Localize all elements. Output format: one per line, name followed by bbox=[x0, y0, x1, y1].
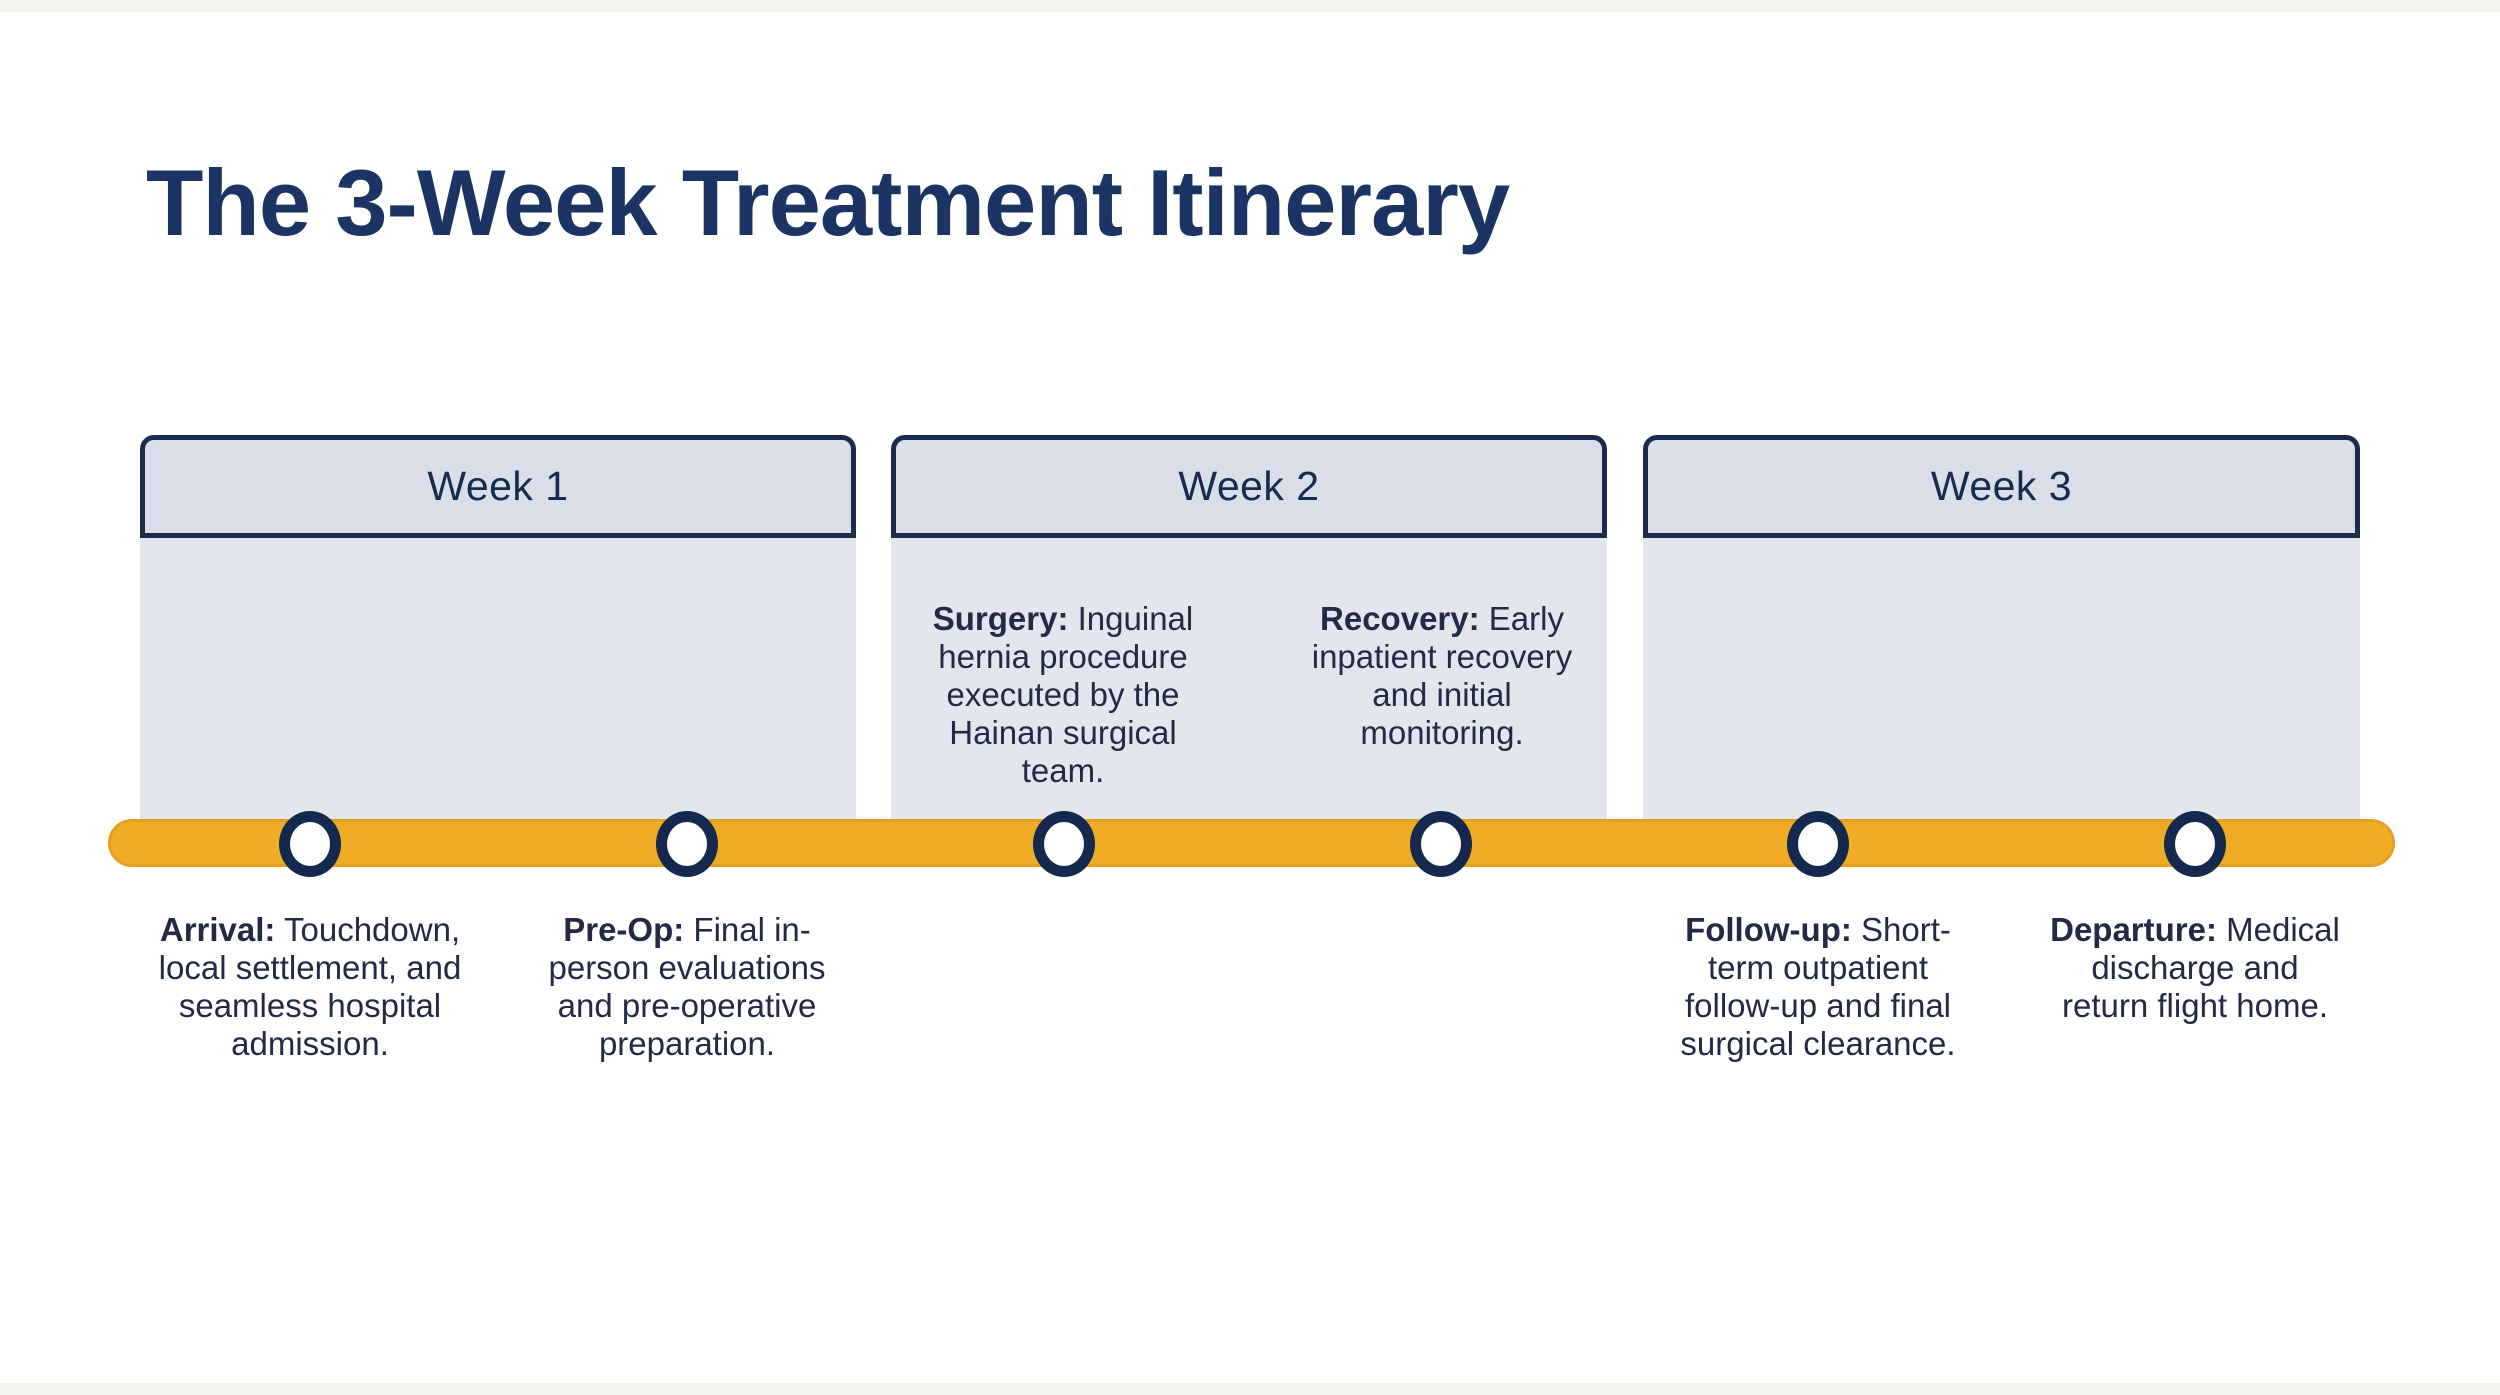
event-recovery-label: Recovery: bbox=[1320, 600, 1480, 637]
timeline-marker-pre-op bbox=[656, 811, 718, 877]
event-pre-op-label: Pre-Op: bbox=[563, 911, 685, 948]
event-follow-up: Follow-up: Short-term outpatient follow-… bbox=[1663, 911, 1973, 1063]
timeline-marker-surgery bbox=[1033, 811, 1095, 877]
event-departure-label: Departure: bbox=[2050, 911, 2217, 948]
event-follow-up-label: Follow-up: bbox=[1685, 911, 1852, 948]
timeline-marker-recovery bbox=[1410, 811, 1472, 877]
event-follow-up-description: Short-term outpatient follow-up and fina… bbox=[1680, 911, 1956, 1062]
event-pre-op: Pre-Op: Final in-person evaluations and … bbox=[532, 911, 842, 1063]
event-surgery-description: Inguinal hernia procedure executed by th… bbox=[938, 600, 1194, 789]
event-departure-description: Medical discharge and return flight home… bbox=[2062, 911, 2340, 1024]
event-arrival-label: Arrival: bbox=[159, 911, 276, 948]
top-edge-strip bbox=[0, 0, 2500, 12]
week-3-header: Week 3 bbox=[1643, 435, 2360, 538]
week-3-label: Week 3 bbox=[1930, 463, 2073, 509]
week-2-panel: Week 2 bbox=[891, 435, 1607, 820]
page-title: The 3-Week Treatment Itinerary bbox=[146, 150, 1510, 255]
event-arrival: Arrival: Touchdown, local settlement, an… bbox=[140, 911, 480, 1063]
event-recovery-description: Early inpatient recovery and initial mon… bbox=[1311, 600, 1573, 751]
week-1-label: Week 1 bbox=[427, 463, 569, 509]
week-3-panel: Week 3 bbox=[1643, 435, 2360, 820]
event-arrival-description: Touchdown, local settlement, and seamles… bbox=[158, 911, 462, 1062]
timeline-marker-follow-up bbox=[1787, 811, 1849, 877]
week-1-header: Week 1 bbox=[140, 435, 856, 538]
bottom-edge-strip bbox=[0, 1383, 2500, 1395]
event-pre-op-description: Final in-person evaluations and pre-oper… bbox=[548, 911, 826, 1062]
timeline-marker-departure bbox=[2164, 811, 2226, 877]
week-2-label: Week 2 bbox=[1178, 463, 1320, 509]
week-3-body bbox=[1643, 538, 2360, 820]
event-recovery: Recovery: Early inpatient recovery and i… bbox=[1287, 600, 1597, 752]
event-surgery-label: Surgery: bbox=[932, 600, 1069, 637]
week-2-body bbox=[891, 538, 1607, 820]
timeline-bar bbox=[108, 819, 2395, 867]
week-2-header: Week 2 bbox=[891, 435, 1607, 538]
event-surgery: Surgery: Inguinal hernia procedure execu… bbox=[913, 600, 1213, 790]
week-1-panel: Week 1 bbox=[140, 435, 856, 820]
timeline-marker-arrival bbox=[279, 811, 341, 877]
week-1-body bbox=[140, 538, 856, 820]
event-departure: Departure: Medical discharge and return … bbox=[2045, 911, 2345, 1025]
